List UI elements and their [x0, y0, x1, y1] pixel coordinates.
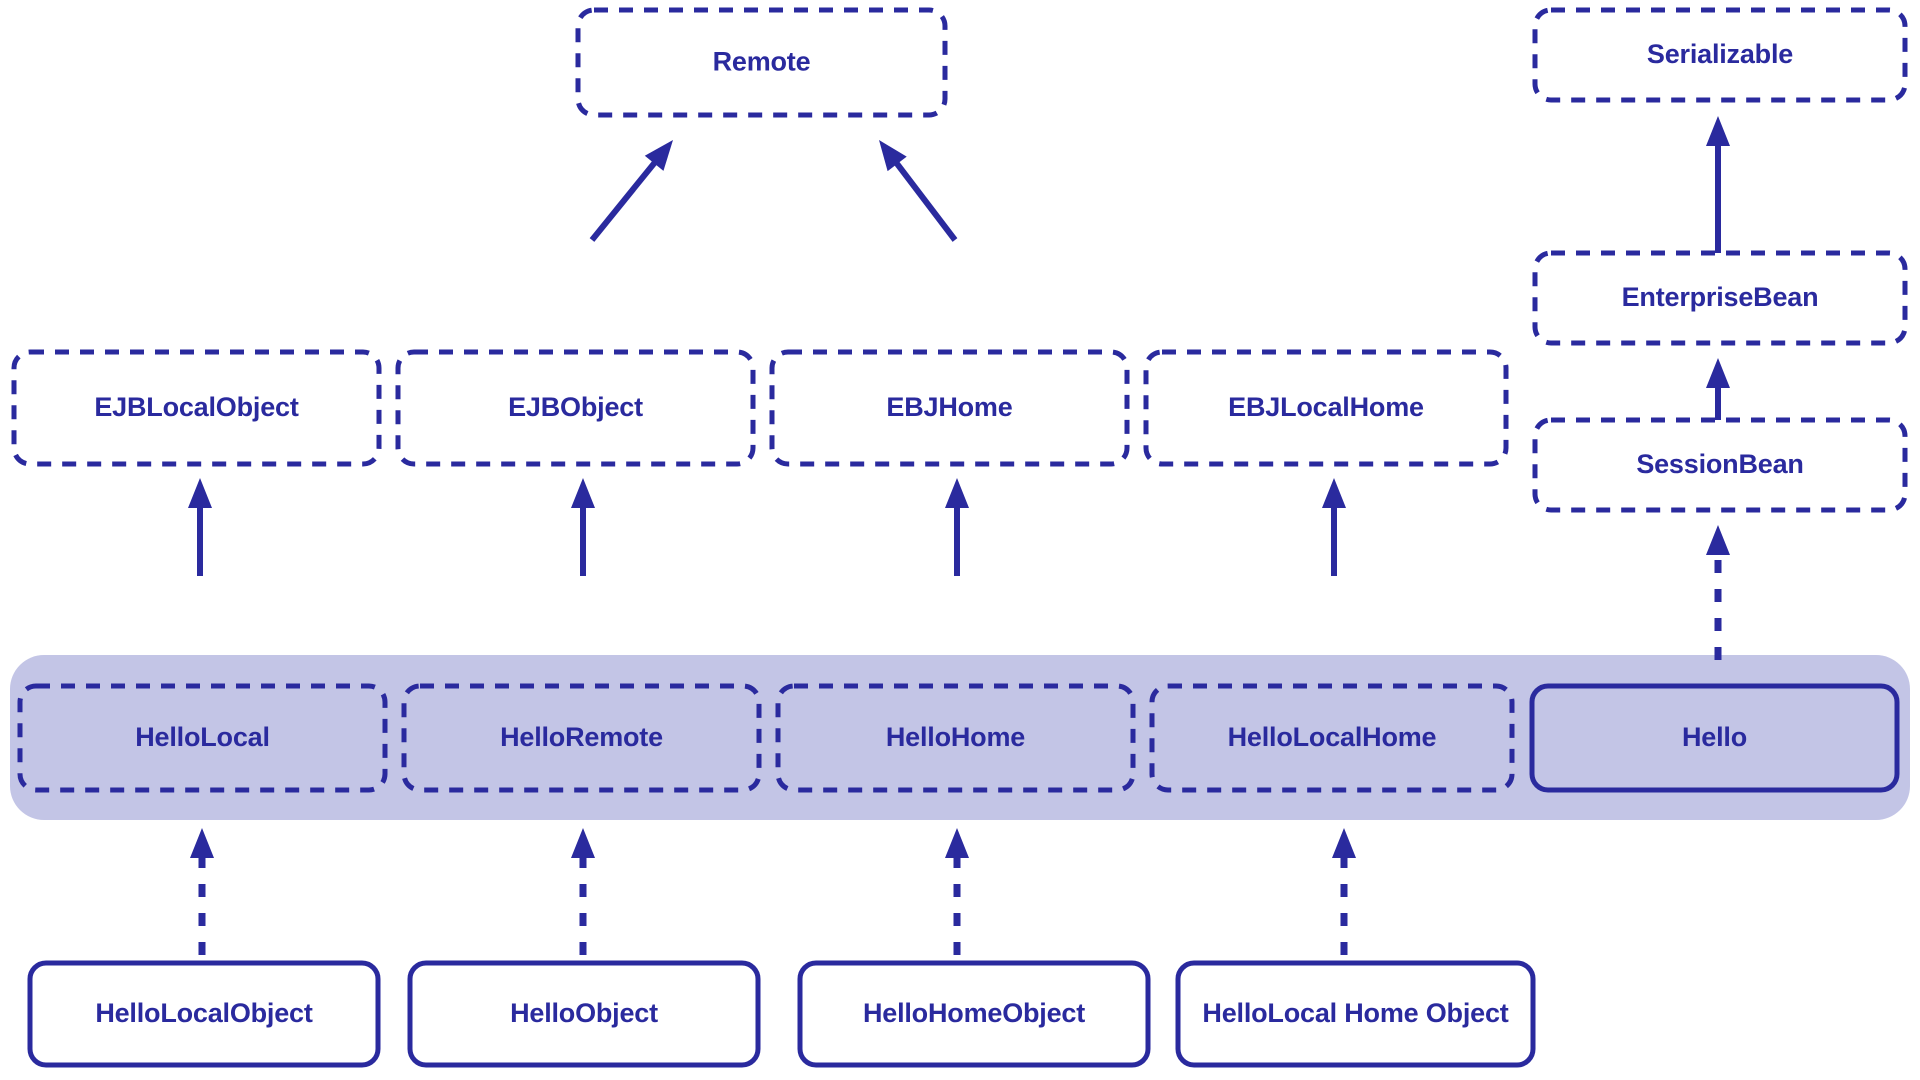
- node-box[interactable]: [1529, 683, 1900, 793]
- edge-hello-to-sessionbean: [1706, 525, 1730, 660]
- edge-hellolocalhomeobj-to-hellolocalhome: [1332, 828, 1356, 955]
- arrowhead: [188, 478, 212, 508]
- node-ejbobject[interactable]: EJBObject: [395, 349, 756, 467]
- node-hellolocalobject[interactable]: HelloLocalObject: [27, 960, 381, 1068]
- node-ebjhome[interactable]: EBJHome: [769, 349, 1130, 467]
- node-enterprisebean[interactable]: EnterpriseBean: [1532, 250, 1908, 346]
- edge-hellohome-to-ebjhome: [945, 478, 969, 576]
- node-label: HelloLocal: [135, 722, 270, 752]
- arrowhead: [1706, 116, 1730, 146]
- node-label: HelloObject: [510, 998, 658, 1028]
- node-label: SessionBean: [1636, 449, 1803, 479]
- node-sessionbean[interactable]: SessionBean: [1532, 417, 1908, 513]
- node-box[interactable]: [1175, 960, 1536, 1068]
- node-label: HelloLocalObject: [95, 998, 313, 1028]
- arrowhead: [190, 828, 214, 858]
- arrowhead: [1322, 478, 1346, 508]
- arrowhead: [945, 478, 969, 508]
- node-ejblocalobject[interactable]: EJBLocalObject: [11, 349, 382, 467]
- node-box[interactable]: [395, 349, 756, 467]
- edge-hellolocal-to-ejblocalobject: [188, 478, 212, 576]
- node-label: EBJLocalHome: [1228, 392, 1424, 422]
- node-helloremote[interactable]: HelloRemote: [401, 683, 762, 793]
- node-box[interactable]: [1532, 417, 1908, 513]
- node-serializable[interactable]: Serializable: [1532, 7, 1908, 103]
- node-box[interactable]: [1532, 7, 1908, 103]
- edge-helloobject-to-helloremote: [571, 828, 595, 955]
- arrowhead: [879, 140, 907, 172]
- arrowhead: [571, 828, 595, 858]
- node-ebjlocalhome[interactable]: EBJLocalHome: [1143, 349, 1509, 467]
- node-hellolocalhomeobj[interactable]: HelloLocal Home Object: [1175, 960, 1536, 1068]
- node-label: Hello: [1682, 722, 1747, 752]
- node-label: EBJHome: [886, 392, 1012, 422]
- node-label: EJBLocalObject: [94, 392, 298, 422]
- node-label: EJBObject: [508, 392, 643, 422]
- node-label: Serializable: [1647, 39, 1793, 69]
- node-helloobject[interactable]: HelloObject: [407, 960, 761, 1068]
- arrowhead: [571, 478, 595, 508]
- node-hello[interactable]: Hello: [1529, 683, 1900, 793]
- edge-hellohomeobject-to-hellohome: [945, 828, 969, 955]
- band-layer: [10, 655, 1910, 820]
- arrowhead: [1332, 828, 1356, 858]
- node-box[interactable]: [1143, 349, 1509, 467]
- node-label: HelloLocalHome: [1228, 722, 1437, 752]
- node-box[interactable]: [11, 349, 382, 467]
- node-box[interactable]: [575, 7, 948, 118]
- edges-layer: [188, 116, 1730, 955]
- node-box[interactable]: [27, 960, 381, 1068]
- node-label: HelloHome: [886, 722, 1025, 752]
- node-hellolocal[interactable]: HelloLocal: [17, 683, 388, 793]
- edge-helloremote-to-ejbobject: [571, 478, 595, 576]
- arrowhead: [1706, 358, 1730, 388]
- node-label: HelloLocal Home Object: [1202, 998, 1508, 1028]
- node-label: Remote: [713, 47, 811, 77]
- edge-enterprisebean-to-serializable: [1706, 116, 1730, 253]
- node-label: HelloHomeObject: [863, 998, 1085, 1028]
- edge-hellolocalhome-to-ebjlocalhome: [1322, 478, 1346, 576]
- node-label: EnterpriseBean: [1622, 282, 1819, 312]
- edge-ejbobject-to-remote: [589, 140, 673, 242]
- interface-group-band: [10, 655, 1910, 820]
- node-box[interactable]: [401, 683, 762, 793]
- nodes-layer: Remote SerializableEnterpriseBeanSessionB…: [11, 7, 1908, 1068]
- node-box[interactable]: [769, 349, 1130, 467]
- node-box[interactable]: [407, 960, 761, 1068]
- node-hellohomeobject[interactable]: HelloHomeObject: [797, 960, 1151, 1068]
- arrowhead: [945, 828, 969, 858]
- edge-sessionbean-to-enterprisebean: [1706, 358, 1730, 420]
- node-hellolocalhome[interactable]: HelloLocalHome: [1149, 683, 1515, 793]
- node-hellohome[interactable]: HelloHome: [775, 683, 1136, 793]
- node-box[interactable]: [1532, 250, 1908, 346]
- node-label: HelloRemote: [500, 722, 663, 752]
- edge-line: [589, 158, 659, 242]
- edge-line: [892, 158, 958, 242]
- node-box[interactable]: [797, 960, 1151, 1068]
- edge-hellolocalobject-to-hellolocal: [190, 828, 214, 955]
- node-box[interactable]: [1149, 683, 1515, 793]
- arrowhead: [644, 140, 673, 171]
- node-box[interactable]: [775, 683, 1136, 793]
- arrowhead: [1706, 525, 1730, 555]
- node-remote[interactable]: Remote: [575, 7, 948, 118]
- edge-ebjhome-to-remote: [879, 140, 958, 242]
